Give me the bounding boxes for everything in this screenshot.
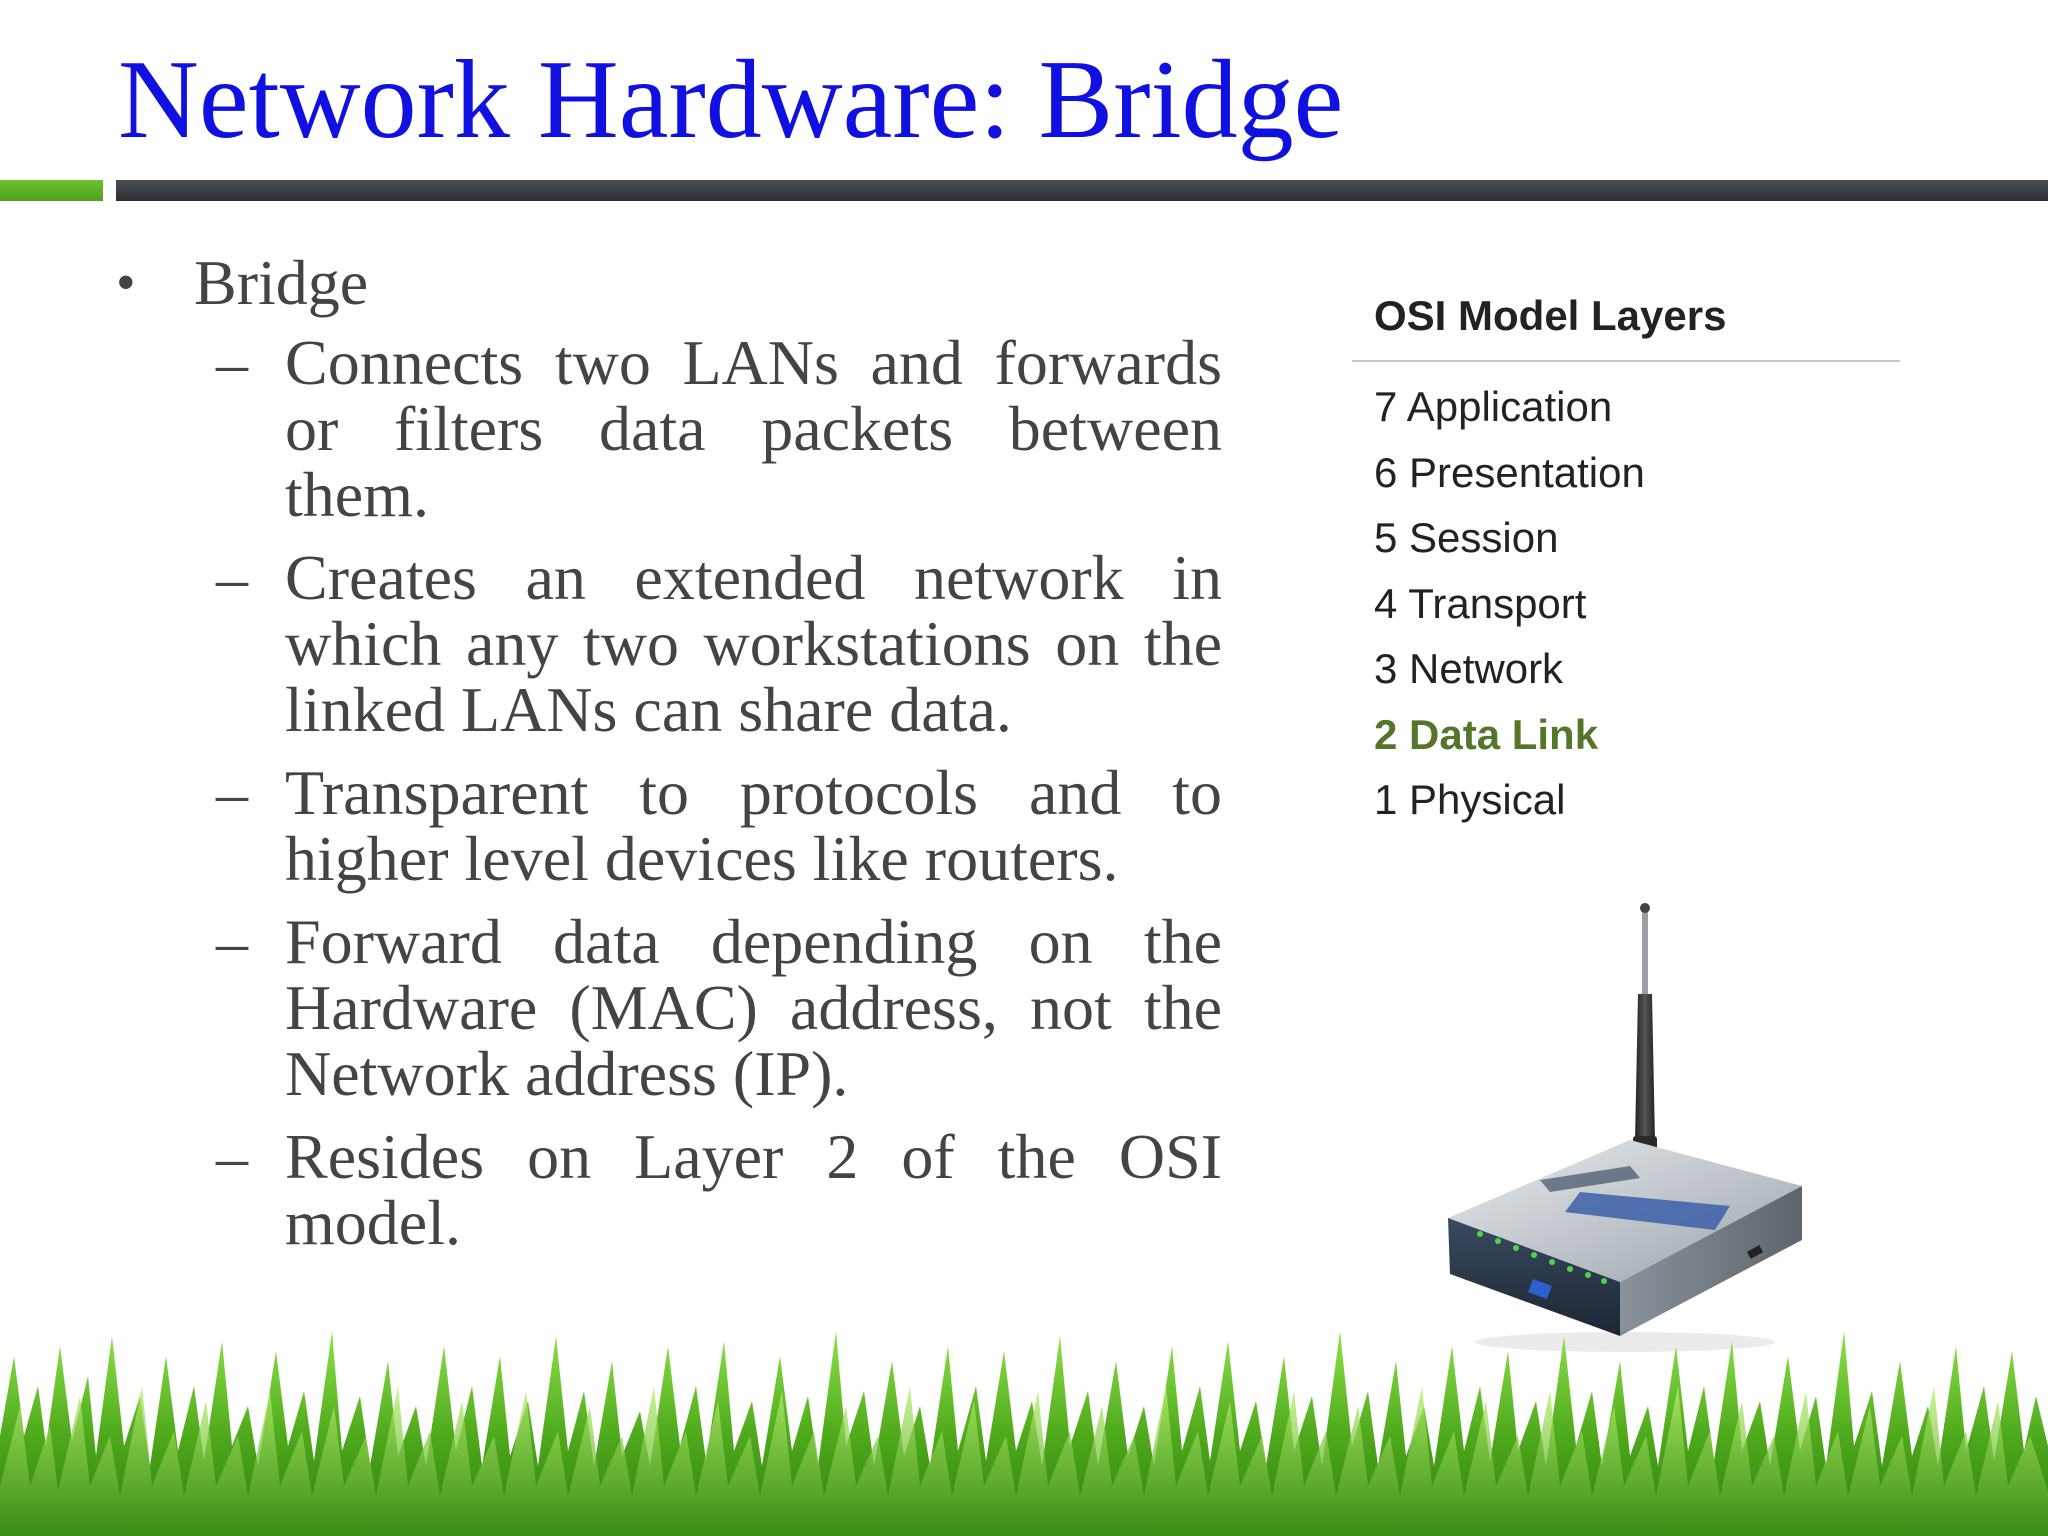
bullet-item: • Bridge [112, 248, 1222, 318]
sub-bullet-text: Forward data depending on the Hardware (… [285, 906, 1222, 1109]
sub-bullet-marker: – [216, 327, 248, 398]
osi-layer-5: 5 Session [1374, 514, 1559, 561]
osi-layer-2-highlighted: 2 Data Link [1374, 710, 1599, 758]
sub-bullet-text: Connects two LANs and forwards or filter… [285, 327, 1222, 530]
sub-bullet-item: – Creates an extended network in which a… [112, 545, 1222, 743]
osi-layer-6: 6 Presentation [1374, 448, 1645, 496]
sub-bullet-item: – Forward data depending on the Hardware… [112, 909, 1222, 1107]
wireless-router-image [1448, 903, 1802, 1352]
sub-bullet-text: Transparent to protocols and to higher l… [285, 757, 1222, 894]
sub-bullet-text: Resides on Layer 2 of the OSI model. [285, 1121, 1222, 1258]
grass-border [0, 1331, 2048, 1536]
slide-title: Network Hardware: Bridge [118, 38, 1344, 162]
sub-bullet-item: – Resides on Layer 2 of the OSI model. [112, 1124, 1222, 1256]
osi-layers-table: OSI Model Layers 7 Application 6 Present… [1352, 288, 1900, 833]
sub-bullet-item: – Transparent to protocols and to higher… [112, 760, 1222, 892]
sub-bullet-marker: – [216, 906, 248, 977]
osi-layer-4: 4 Transport [1374, 579, 1587, 627]
sub-bullet-item: – Connects two LANs and forwards or filt… [112, 330, 1222, 528]
bullet-text: Bridge [194, 247, 369, 318]
title-rule-accent [0, 180, 103, 201]
osi-layer-7: 7 Application [1374, 383, 1613, 430]
osi-layer-list: 7 Application 6 Presentation 5 Session 4… [1352, 374, 1900, 833]
osi-layer-3: 3 Network [1374, 645, 1564, 692]
bullet-marker: • [116, 252, 136, 314]
sub-bullet-marker: – [216, 757, 248, 828]
sub-bullet-text: Creates an extended network in which any… [285, 542, 1222, 745]
bullet-list: • Bridge – Connects two LANs and forward… [112, 248, 1222, 1273]
sub-bullet-marker: – [216, 542, 248, 613]
osi-heading: OSI Model Layers [1374, 292, 1727, 339]
title-rule [116, 180, 2048, 201]
osi-layer-1: 1 Physical [1374, 776, 1566, 823]
sub-bullet-marker: – [216, 1121, 248, 1192]
osi-divider [1352, 360, 1900, 362]
